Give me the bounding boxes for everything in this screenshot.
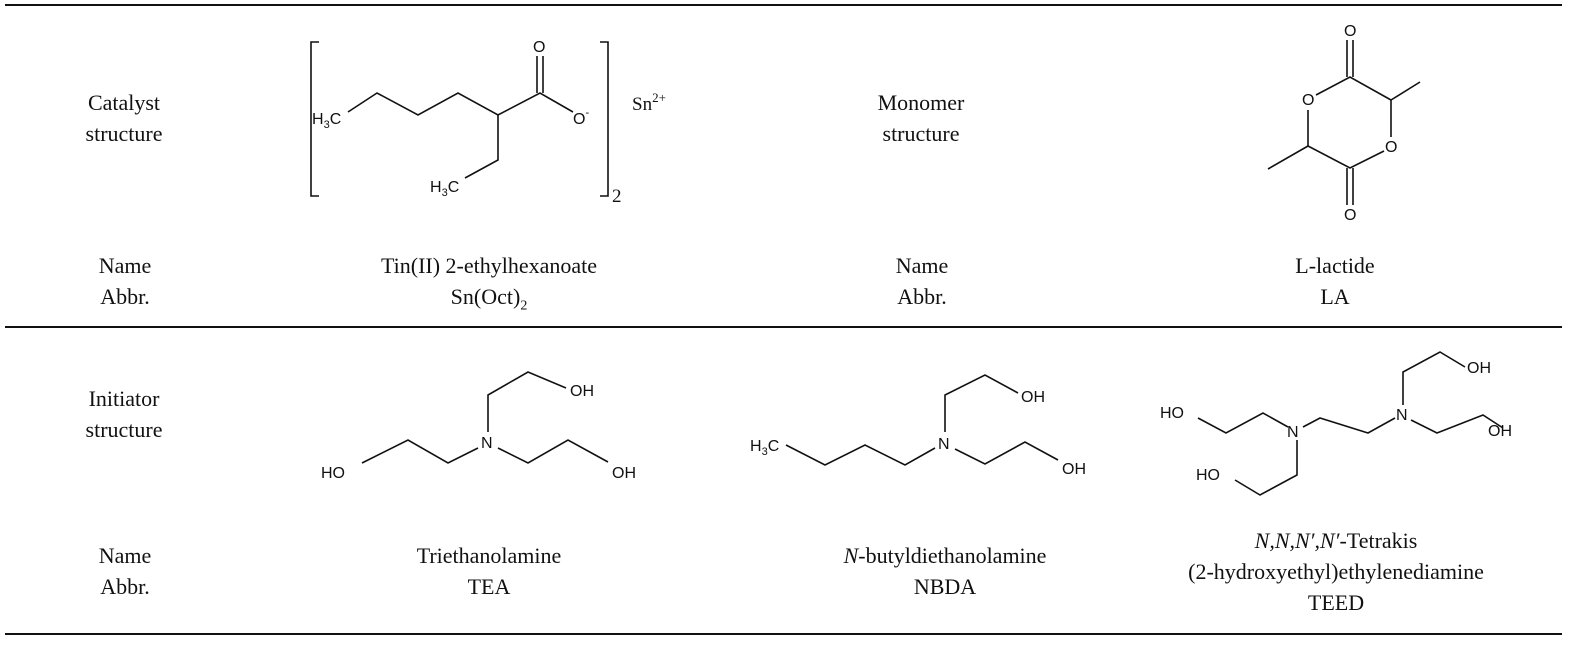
svg-text:OH: OH — [1021, 389, 1045, 406]
svg-text:O: O — [1344, 207, 1356, 224]
svg-text:N: N — [938, 436, 950, 453]
sn-oct2-structure: H3C O O- H3C Sn2+ 2 — [310, 39, 666, 207]
nbda-structure: H3C N OH OH — [750, 374, 1086, 478]
svg-text:N: N — [1396, 407, 1408, 424]
svg-text:H3C: H3C — [750, 438, 779, 458]
svg-text:H3C: H3C — [430, 179, 459, 199]
svg-text:2: 2 — [612, 186, 622, 207]
middle-rule — [5, 326, 1562, 328]
svg-text:HO: HO — [1196, 467, 1220, 484]
lactide-structure: O O O O — [1267, 23, 1421, 224]
bottom-rule — [5, 633, 1562, 635]
teed-structure: HO N HO N OH OH — [1160, 351, 1512, 496]
top-rule — [5, 4, 1562, 6]
teed-name: N,N,N′,N′-Tetrakis(2-hydroxyethyl)ethyle… — [1188, 528, 1484, 615]
svg-text:Sn2+: Sn2+ — [632, 90, 666, 115]
tea-structure: N OH HO OH — [321, 371, 636, 482]
svg-text:O: O — [1302, 92, 1314, 109]
svg-text:O: O — [533, 39, 545, 56]
svg-text:OH: OH — [1062, 461, 1086, 478]
svg-text:N: N — [1287, 424, 1299, 441]
svg-text:OH: OH — [612, 465, 636, 482]
svg-text:N: N — [481, 435, 493, 452]
svg-text:OH: OH — [570, 383, 594, 400]
svg-text:H3C: H3C — [312, 111, 341, 131]
svg-text:O: O — [1344, 23, 1356, 40]
svg-text:O-: O- — [573, 107, 589, 128]
svg-text:OH: OH — [1488, 423, 1512, 440]
svg-text:OH: OH — [1467, 360, 1491, 377]
svg-text:O: O — [1385, 139, 1397, 156]
svg-text:HO: HO — [1160, 405, 1184, 422]
svg-text:HO: HO — [321, 465, 345, 482]
